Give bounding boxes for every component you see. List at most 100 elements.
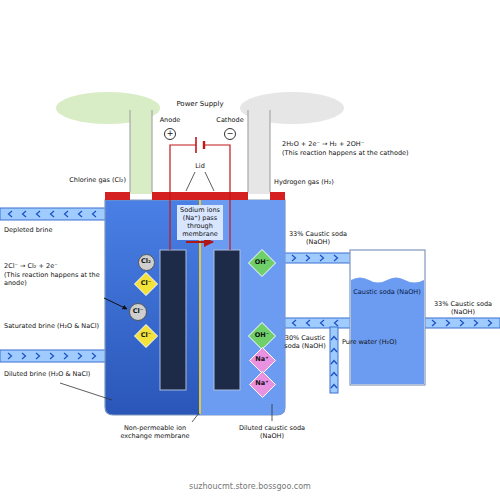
- flow-chevron: [22, 353, 26, 359]
- outlet-wall: [130, 110, 152, 192]
- water-pipe: [330, 327, 338, 393]
- flow-label: Depleted brine: [4, 226, 100, 234]
- part-label: Non-permeable ion exchange membrane: [110, 424, 200, 440]
- leader-line: [272, 404, 273, 421]
- flow-chevron: [37, 211, 41, 217]
- caustic-liquid: [351, 278, 424, 385]
- process-note: Sodium ions (Na⁺) pass through membrane: [177, 205, 223, 240]
- flow-chevron: [36, 353, 40, 359]
- watermark: suzhoucmt.store.bossgoo.com: [150, 482, 350, 492]
- lid: [270, 192, 285, 200]
- chlorine-outlet: [130, 110, 152, 194]
- leader-line: [60, 383, 112, 400]
- reaction-equation: 2Cl⁻ → Cl₂ + 2e⁻: [4, 262, 100, 270]
- ion-formula: Na⁺: [255, 380, 268, 388]
- ion-diamond: OH⁻: [248, 322, 276, 350]
- electrode-label: Cathode: [200, 116, 260, 124]
- caustic-product-pipe: [424, 318, 500, 328]
- cathode-electrode: [214, 250, 240, 390]
- molecule-circle: Cl₂: [138, 254, 155, 271]
- ion-circle: Cl⁻: [129, 303, 147, 321]
- diamond-shape: [249, 250, 276, 277]
- flow-chevron: [64, 353, 68, 359]
- diamond-shape: [249, 323, 276, 350]
- diamond-shape: [135, 273, 158, 296]
- flow-chevron: [331, 349, 337, 353]
- outlet-wall: [248, 110, 270, 192]
- flow-chevron: [331, 373, 337, 377]
- flow-chevron: [51, 211, 55, 217]
- battery-plate: [203, 141, 205, 149]
- flow-chevron: [331, 361, 337, 365]
- battery-plate: [195, 137, 197, 153]
- lid: [152, 192, 248, 200]
- ion-formula: OH⁻: [255, 332, 269, 340]
- ion-diamond: OH⁻: [248, 249, 276, 277]
- title-label: Power Supply: [150, 100, 250, 109]
- diamond-shape: [135, 325, 158, 348]
- flow-chevron: [334, 255, 338, 261]
- flow-chevron: [307, 320, 311, 326]
- flow-chevron: [321, 320, 325, 326]
- flow-chevron: [331, 337, 337, 341]
- ion-diamond: Na⁺: [249, 347, 276, 374]
- flow-chevron: [79, 211, 83, 217]
- leader-line: [186, 172, 214, 191]
- flow-chevron: [93, 211, 97, 217]
- caustic-return-pipe: [284, 318, 351, 328]
- flow-chevron: [23, 211, 27, 217]
- flow-label: 30% Caustic soda (NaOH): [282, 334, 328, 350]
- leader-line: [192, 413, 199, 422]
- flow-chevron: [331, 385, 337, 389]
- terminal-sign: −: [224, 128, 236, 140]
- supply-wire: [170, 145, 230, 250]
- brine-inlet-pipe: [0, 350, 106, 362]
- flow-label: 33% Caustic soda (NaOH): [430, 300, 496, 316]
- cell-tank: [105, 200, 285, 415]
- flow-chevron: [78, 353, 82, 359]
- flow-label: Diluted caustic soda (NaOH): [232, 424, 312, 440]
- ion-formula: OH⁻: [255, 259, 269, 267]
- ion-formula: Cl₂: [141, 258, 151, 266]
- caustic-tank: [350, 250, 425, 385]
- flow-chevron: [293, 320, 297, 326]
- flow-chevrons: [8, 211, 492, 388]
- flow-label: Diluted brine (H₂O & NaCl): [4, 370, 100, 378]
- electrode-label: Anode: [140, 116, 200, 124]
- ion-diamond: Cl⁻: [134, 272, 158, 296]
- diamond-shape: [249, 371, 275, 397]
- terminal-sign: +: [164, 128, 176, 140]
- flow-chevron: [335, 320, 339, 326]
- hydrogen-outlet: [248, 110, 270, 194]
- ion-diamond: Cl⁻: [134, 324, 158, 348]
- flow-chevron: [488, 320, 492, 326]
- ion-formula: Cl⁻: [141, 332, 151, 340]
- reaction-note: (This reaction happens at the cathode): [282, 149, 452, 157]
- gas-label: Hydrogen gas (H₂): [274, 178, 364, 186]
- ion-formula: Cl⁻: [133, 308, 143, 316]
- flow-chevron: [320, 255, 324, 261]
- lid: [105, 192, 130, 200]
- reaction-note: (This reaction happens at the anode): [4, 271, 100, 287]
- diamond-shape: [249, 347, 275, 373]
- flow-label: 33% Caustic soda (NaOH): [288, 230, 348, 246]
- flow-chevron: [292, 255, 296, 261]
- flow-chevron: [65, 211, 69, 217]
- flow-chevron: [446, 320, 450, 326]
- caustic-outlet-pipe: [284, 253, 351, 263]
- flow-label: Saturated brine (H₂O & NaCl): [4, 322, 100, 330]
- flow-chevron: [8, 353, 12, 359]
- flow-chevron: [474, 320, 478, 326]
- reaction-equation: 2H₂O + 2e⁻ → H₂ + 2OH⁻: [282, 140, 452, 148]
- anode-electrode: [160, 250, 186, 390]
- ion-diamond: Na⁺: [249, 371, 276, 398]
- flow-chevron: [306, 255, 310, 261]
- flow-chevron: [50, 353, 54, 359]
- flow-chevron: [9, 211, 13, 217]
- part-label: Lid: [185, 162, 215, 170]
- ion-formula: Cl⁻: [141, 280, 151, 288]
- ion-flow-arrow: [186, 241, 213, 243]
- tank-label: Caustic soda (NaOH): [352, 288, 422, 296]
